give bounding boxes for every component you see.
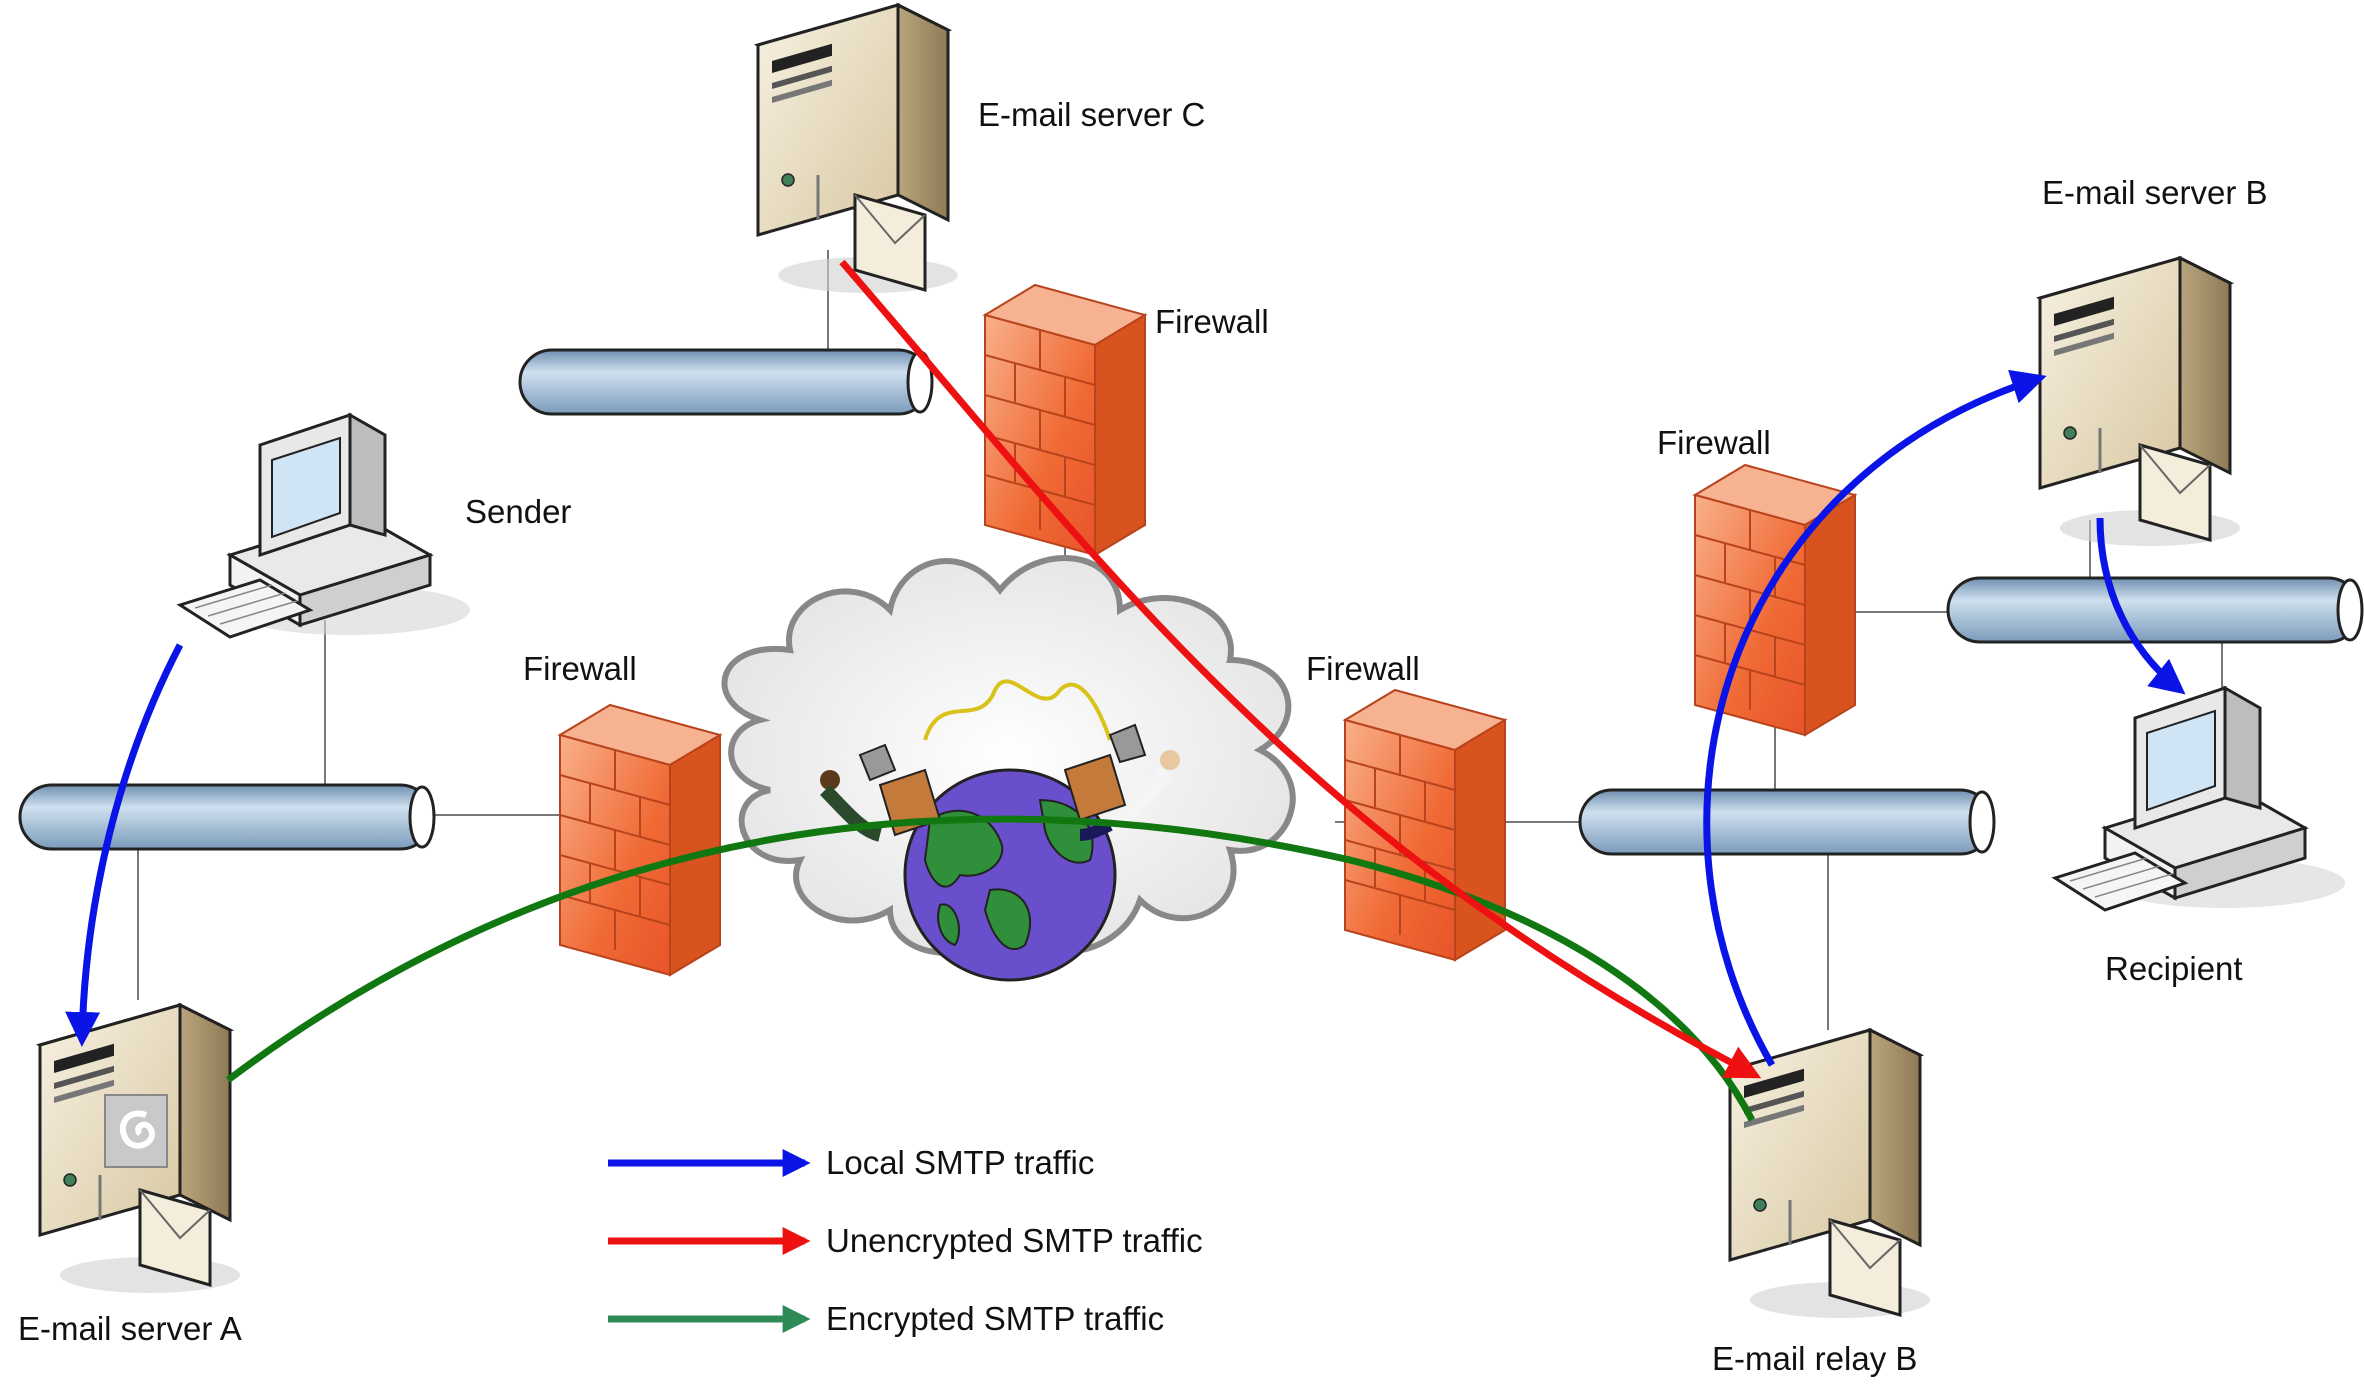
recipient-label: Recipient bbox=[2105, 950, 2243, 987]
email-relay-b-label: E-mail relay B bbox=[1712, 1340, 1918, 1377]
email-server-a-label: E-mail server A bbox=[18, 1310, 242, 1347]
legend-label-unencrypted: Unencrypted SMTP traffic bbox=[826, 1222, 1203, 1259]
unencrypted-smtp-arrow-server-c-to-relay-b bbox=[839, 259, 1762, 1079]
firewall-right-label: Firewall bbox=[1657, 424, 1771, 461]
sender-label: Sender bbox=[465, 493, 572, 530]
email-server-b-icon bbox=[2038, 256, 2242, 548]
email-server-c-icon bbox=[756, 3, 960, 295]
email-server-c-label: E-mail server C bbox=[978, 96, 1206, 133]
internet-cloud bbox=[721, 555, 1296, 956]
firewall-left-label: Firewall bbox=[523, 650, 637, 687]
local-smtp-arrow-server-b-to-recipient bbox=[2096, 517, 2186, 695]
legend-label-encrypted: Encrypted SMTP traffic bbox=[826, 1300, 1165, 1337]
firewall-top-label: Firewall bbox=[1155, 303, 1269, 340]
firewall-left-icon bbox=[559, 704, 721, 976]
network-pipe-left bbox=[18, 783, 436, 851]
network-pipe-right-top bbox=[1946, 576, 2364, 644]
local-smtp-arrow-sender-to-server-a bbox=[65, 643, 184, 1047]
legend-label-local: Local SMTP traffic bbox=[826, 1144, 1095, 1181]
network-pipe-right-middle bbox=[1578, 788, 1996, 856]
encrypted-smtp-path bbox=[225, 815, 1756, 1122]
firewall-top-icon bbox=[984, 284, 1146, 556]
email-server-b-label: E-mail server B bbox=[2042, 174, 2268, 211]
network-pipe-top bbox=[518, 348, 934, 416]
local-smtp-arrow-relay-b-to-server-b bbox=[1703, 369, 2047, 1067]
email-server-a-icon bbox=[38, 1003, 242, 1295]
email-relay-b-icon bbox=[1728, 1028, 1932, 1320]
recipient-computer-icon bbox=[2053, 686, 2347, 912]
sender-computer-icon bbox=[178, 413, 472, 639]
firewall-middle-right-label: Firewall bbox=[1306, 650, 1420, 687]
